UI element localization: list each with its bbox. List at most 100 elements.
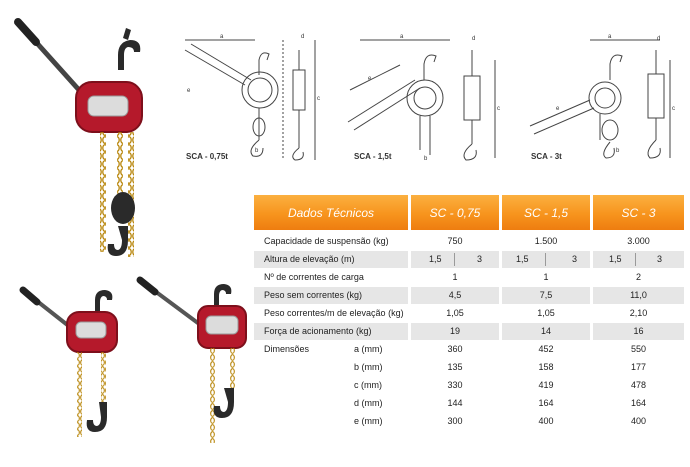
split-divider <box>454 253 455 266</box>
value-cell: 144 <box>447 398 463 408</box>
value-cell: 14 <box>502 323 590 340</box>
row-label: Altura de elevação (m) <box>264 254 355 264</box>
dim-label: a (mm) <box>354 344 383 354</box>
svg-text:b: b <box>616 148 620 154</box>
value-cell: 19 <box>411 323 499 340</box>
lift-value-b: 3 <box>477 254 483 264</box>
value-cell: 1,05 <box>537 308 555 318</box>
value-cell: 300 <box>447 416 463 426</box>
row-shade <box>254 287 408 304</box>
svg-text:a: a <box>220 34 224 40</box>
row-force: Força de acionamento (kg) 19 14 16 <box>254 323 684 340</box>
value-cell: 419 <box>538 380 554 390</box>
hoist-large-illustration <box>14 18 143 257</box>
drawing-sca-15: a e c d b <box>340 30 515 165</box>
svg-text:e: e <box>556 106 560 112</box>
svg-text:c: c <box>497 106 500 112</box>
svg-text:d: d <box>657 36 660 42</box>
value-cell: 400 <box>630 416 647 426</box>
row-capacity: Capacidade de suspensão (kg) 750 1.500 3… <box>254 233 684 250</box>
lift-value-b: 3 <box>657 254 663 264</box>
svg-text:d: d <box>472 36 475 42</box>
row-shade <box>254 251 408 268</box>
svg-text:d: d <box>301 34 304 40</box>
dimensions-label: Dimensões <box>264 344 310 354</box>
value-cell: 452 <box>538 344 554 354</box>
row-dim-d: d (mm) 144 164 164 <box>254 395 684 412</box>
value-cell: 400 <box>538 416 554 426</box>
value-cell: 478 <box>630 380 647 390</box>
value-cell: 164 <box>630 398 647 408</box>
row-label: Nº de correntes de carga <box>264 272 364 282</box>
lift-value-b: 3 <box>572 254 578 264</box>
row-label: Peso correntes/m de elevação (kg) <box>264 308 404 318</box>
row-shade <box>254 323 408 340</box>
split-cell: 1,5 3 <box>411 251 499 268</box>
value-cell: 2 <box>635 272 641 282</box>
hoist-small-right-illustration <box>136 276 247 443</box>
value-cell: 750 <box>447 236 463 246</box>
value-cell: 360 <box>447 344 463 354</box>
value-cell: 16 <box>593 323 684 340</box>
svg-text:b: b <box>424 156 428 162</box>
value-cell: 330 <box>447 380 463 390</box>
value-cell: 177 <box>630 362 647 372</box>
value-cell: 4,5 <box>411 287 499 304</box>
value-cell: 3.000 <box>627 236 650 246</box>
dim-label: c (mm) <box>354 380 382 390</box>
value-cell: 164 <box>538 398 554 408</box>
dimension-drawing-15: a e c d b <box>347 34 500 162</box>
lift-value-a: 1,5 <box>516 254 529 264</box>
header-model-1: SC - 0,75 <box>411 195 499 230</box>
dim-label: e (mm) <box>354 416 383 426</box>
photo-hoist-small-right <box>130 270 255 460</box>
value-cell: 135 <box>447 362 463 372</box>
value-cell: 2,10 <box>629 308 648 318</box>
row-chain-weight: Peso correntes/m de elevação (kg) 1,05 1… <box>254 305 684 322</box>
drawing-caption-3: SCA - 3t <box>531 152 562 161</box>
value-cell: 7,5 <box>502 287 590 304</box>
photo-hoist-large <box>0 0 170 280</box>
value-cell: 550 <box>630 344 647 354</box>
split-cell: 1,5 3 <box>593 251 684 268</box>
dimension-drawing-075: a c d e b <box>184 34 320 161</box>
svg-text:b: b <box>255 148 259 154</box>
lift-value-a: 1,5 <box>609 254 622 264</box>
dim-label: d (mm) <box>354 398 383 408</box>
row-dim-c: c (mm) 330 419 478 <box>254 377 684 394</box>
header-model-3: SC - 3 <box>593 195 684 230</box>
value-cell: 1 <box>543 272 549 282</box>
drawing-sca-075: a c d e b <box>175 30 335 165</box>
value-cell: 1 <box>452 272 458 282</box>
value-cell: 158 <box>538 362 554 372</box>
row-chains: Nº de correntes de carga 1 1 2 <box>254 269 684 286</box>
row-lift-height: Altura de elevação (m) 1,5 3 1,5 3 1,5 3 <box>254 251 684 268</box>
row-label: Capacidade de suspensão (kg) <box>264 236 389 246</box>
lift-value-a: 1,5 <box>429 254 442 264</box>
drawing-caption-15: SCA - 1,5t <box>354 152 392 161</box>
header-model-2: SC - 1,5 <box>502 195 590 230</box>
row-dim-a: Dimensões a (mm) 360 452 550 <box>254 341 684 358</box>
hoist-small-left-illustration <box>19 286 118 437</box>
row-dim-e: e (mm) 300 400 400 <box>254 413 684 430</box>
row-label: Força de acionamento (kg) <box>264 326 372 336</box>
svg-text:c: c <box>317 96 320 102</box>
value-cell: 11,0 <box>593 287 684 304</box>
dim-label: b (mm) <box>354 362 383 372</box>
svg-text:e: e <box>368 76 372 82</box>
value-cell: 1,05 <box>446 308 464 318</box>
value-cell: 1.500 <box>534 236 558 246</box>
split-divider <box>545 253 546 266</box>
split-cell: 1,5 3 <box>502 251 590 268</box>
dimension-drawing-3: a e c d b <box>529 34 675 159</box>
photo-hoist-small-left <box>15 282 125 452</box>
row-weight: Peso sem correntes (kg) 4,5 7,5 11,0 <box>254 287 684 304</box>
drawing-caption-075: SCA - 0,75t <box>186 152 228 161</box>
drawing-sca-3: a e c d b <box>520 30 685 165</box>
row-label: Peso sem correntes (kg) <box>264 290 363 300</box>
header-label: Dados Técnicos <box>254 195 408 230</box>
svg-text:a: a <box>400 34 404 40</box>
svg-text:c: c <box>672 106 675 112</box>
svg-text:a: a <box>608 34 612 40</box>
split-divider <box>635 253 636 266</box>
